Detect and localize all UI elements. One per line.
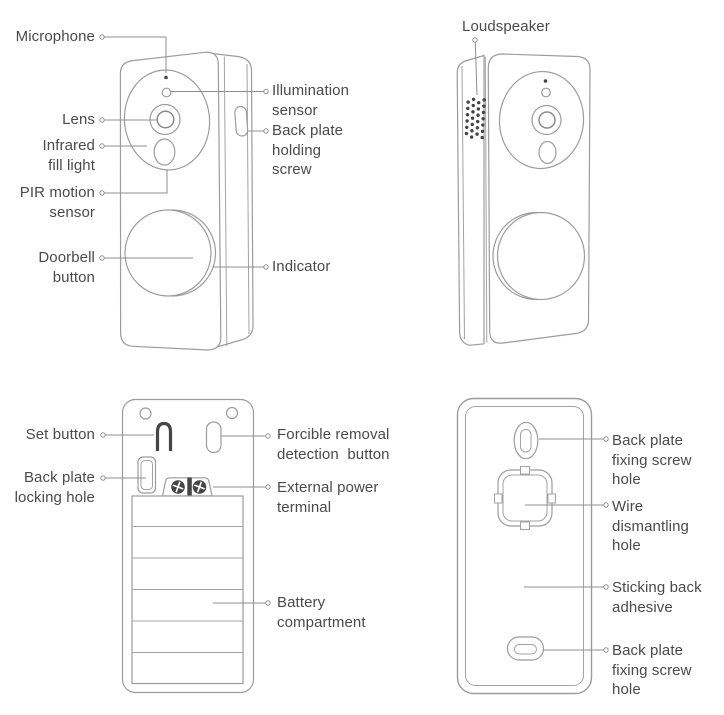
forcible-removal-button-shape — [205, 421, 222, 454]
battery-cell-lines — [132, 526, 243, 653]
label-doorbell-button: Doorbell button — [38, 249, 95, 286]
label-pir-motion-sensor: PIR motion sensor — [19, 184, 95, 221]
label-external-power-terminal: External power terminal — [277, 479, 379, 516]
camera-housing-angled — [498, 70, 585, 170]
wire-hole-inner — [502, 474, 548, 522]
microphone-hole-angled — [543, 79, 548, 83]
lens-outer-ring-angled — [531, 104, 562, 136]
back-view-illustration — [121, 398, 255, 694]
label-back-plate-fixing-screw-hole-top: Back plate fixing screw hole — [612, 432, 692, 488]
locking-hole-outer — [137, 456, 157, 494]
label-lens: Lens — [62, 111, 95, 128]
terminal-divider — [187, 477, 192, 496]
label-microphone: Microphone — [15, 28, 95, 45]
label-loudspeaker: Loudspeaker — [462, 18, 550, 35]
illumination-sensor-hole — [161, 87, 172, 98]
camera-housing — [123, 69, 211, 171]
back-plate-outer — [456, 397, 593, 695]
top-screw-hole-left — [139, 407, 152, 420]
loudspeaker-grill — [464, 97, 486, 140]
back-plate-holding-screw-hole — [234, 105, 249, 137]
label-set-button: Set button — [25, 426, 95, 443]
fixing-screw-hole-bottom-outer — [506, 636, 545, 661]
wire-hole-notches — [494, 466, 556, 530]
label-illumination-sensor: Illumination sensor — [272, 82, 350, 119]
fixing-screw-hole-top-outer — [513, 421, 539, 460]
terminal-screw-left — [171, 480, 185, 494]
doorbell-button-circle — [124, 209, 212, 297]
label-battery-compartment: Battery compartment — [277, 594, 366, 631]
pir-sensor-circle-angled — [538, 140, 557, 165]
illumination-sensor-hole-angled — [541, 87, 551, 98]
back-plate-illustration — [456, 397, 593, 695]
terminal-screw-right — [192, 480, 207, 494]
top-screw-hole-right — [225, 406, 239, 420]
doorbell-button-circle-angled — [496, 211, 586, 301]
label-wire-dismantling-hole: Wire dismantling hole — [612, 498, 689, 554]
device-side-panel — [211, 52, 254, 350]
leader-lines — [99, 34, 609, 653]
label-sticking-back-adhesive: Sticking back adhesive — [612, 579, 702, 616]
front-view-illustration — [119, 51, 254, 351]
side-view-illustration — [456, 53, 591, 346]
locking-hole-inner — [140, 460, 153, 490]
back-plate-inner — [465, 406, 584, 686]
fixing-screw-hole-top-inner — [520, 429, 532, 453]
label-forcible-removal-detection-button: Forcible removal detection button — [277, 426, 390, 463]
set-button-shape — [155, 421, 173, 451]
label-back-plate-locking-hole: Back plate locking hole — [14, 469, 95, 506]
lens-inner-ring-angled — [538, 111, 556, 129]
infrared-fill-light-circle — [153, 138, 176, 166]
label-back-plate-holding-screw: Back plate holding screw — [272, 122, 344, 178]
device-front-face — [119, 51, 222, 351]
microphone-hole — [164, 75, 168, 80]
label-infrared-fill-light: Infrared fill light — [42, 137, 95, 174]
label-back-plate-fixing-screw-hole-bottom: Back plate fixing screw hole — [612, 642, 692, 698]
device-side-panel-left — [456, 54, 485, 346]
fixing-screw-hole-bottom-inner — [514, 644, 537, 655]
label-indicator: Indicator — [272, 258, 331, 275]
